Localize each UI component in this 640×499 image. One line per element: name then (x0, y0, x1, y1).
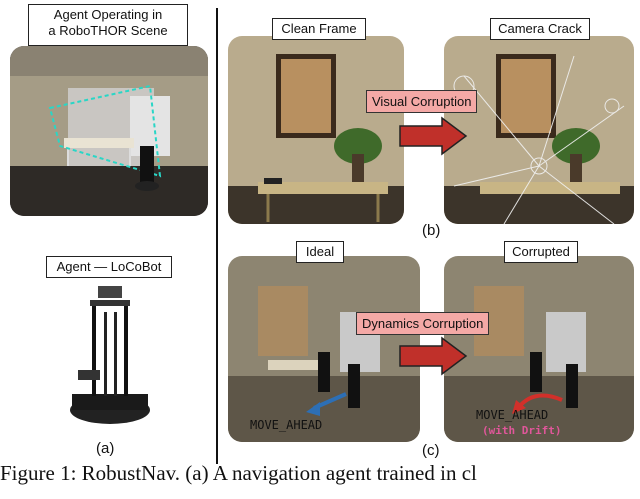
robothor-scene-image (10, 46, 208, 216)
visual-corruption-arrow (399, 116, 468, 156)
scene-label-line1: Agent Operating in (53, 7, 163, 22)
panel-b-label: (b) (422, 222, 441, 239)
scene-label: Agent Operating in a RoboTHOR Scene (28, 4, 188, 46)
corrupted-panel (444, 256, 634, 442)
robot-label: Agent — LoCoBot (46, 256, 172, 278)
divider (216, 8, 218, 464)
corrupted-scene-image (444, 256, 634, 442)
clean-frame-image (228, 36, 404, 224)
robothor-scene-panel (10, 46, 208, 216)
panel-a-label: (a) (96, 440, 115, 457)
ideal-action-text: MOVE_AHEAD (250, 418, 323, 432)
corrupted-action-text: MOVE_AHEAD (476, 408, 549, 422)
camera-crack-label: Camera Crack (490, 18, 590, 40)
locobot-robot-image (70, 286, 150, 424)
drift-note: (with Drift) (482, 424, 562, 437)
figure-caption: Figure 1: RobustNav. (a) A navigation ag… (0, 461, 477, 485)
camera-crack-panel (444, 36, 634, 224)
dynamics-corruption-label: Dynamics Corruption (356, 312, 490, 335)
camera-crack-image (444, 36, 634, 224)
visual-corruption-label: Visual Corruption (366, 90, 478, 113)
panel-c-label: (c) (422, 442, 440, 459)
dynamics-corruption-arrow (399, 336, 468, 376)
clean-frame-panel (228, 36, 404, 224)
scene-label-line2: a RoboTHOR Scene (48, 22, 168, 38)
ideal-panel (228, 256, 420, 442)
clean-frame-label: Clean Frame (272, 18, 366, 40)
ideal-scene-image (228, 256, 420, 442)
corrupted-label: Corrupted (504, 241, 578, 263)
ideal-label: Ideal (296, 241, 344, 263)
